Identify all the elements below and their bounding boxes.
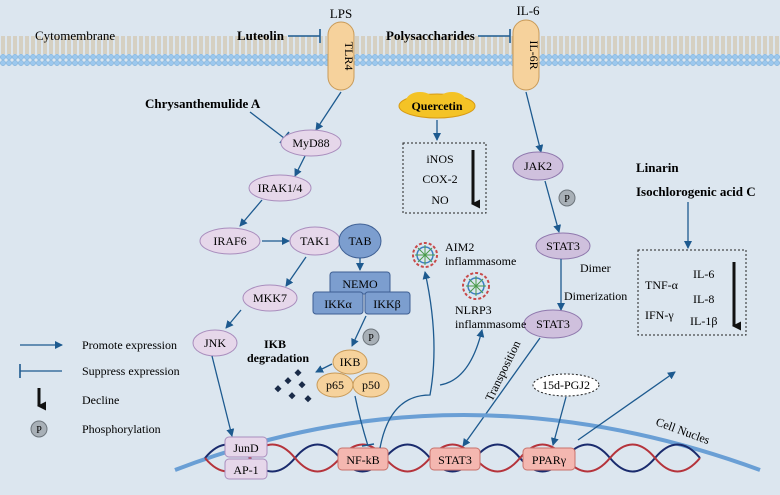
- dna-helix-icon: [204, 443, 701, 473]
- dimerization-label: Dimerization: [564, 289, 627, 303]
- svg-text:AP-1: AP-1: [233, 463, 258, 477]
- svg-text:P: P: [36, 425, 42, 436]
- aim2-label-line1: AIM2: [445, 240, 474, 254]
- nlrp3-label-line2: inflammasome: [455, 317, 526, 331]
- stat3-cytoplasm-node: STAT3: [535, 232, 591, 260]
- il6-label: IL-6: [693, 267, 714, 281]
- p50-label: p50: [362, 378, 380, 392]
- tnfa-label: TNF-α: [645, 278, 679, 292]
- jak2-phospho-icon: P: [558, 189, 576, 207]
- svg-text:P: P: [368, 333, 374, 344]
- legend-decline-label: Decline: [82, 393, 119, 407]
- irak-node: IRAK1/4: [248, 174, 312, 202]
- stat3-nucleus-box: STAT3: [429, 447, 481, 471]
- ikb-complex: IKB p65 p50: [316, 349, 390, 398]
- lps-label: LPS: [330, 6, 352, 21]
- myd88-node: MyD88: [280, 129, 342, 157]
- aim2-label-line2: inflammasome: [445, 254, 516, 268]
- legend-promote-label: Promote expression: [82, 338, 177, 352]
- legend-phospho-label: Phosphorylation: [82, 422, 161, 436]
- ikb-degradation-line2: degradation: [247, 351, 309, 365]
- svg-text:JunD: JunD: [233, 441, 259, 455]
- quercetin-cloud: Quercetin: [398, 92, 476, 119]
- ikk-phospho-icon: P: [362, 328, 380, 346]
- polysaccharides-label: Polysaccharides: [386, 28, 475, 43]
- svg-text:MyD88: MyD88: [292, 136, 329, 150]
- inos-label: iNOS: [426, 152, 453, 166]
- tab-node: TAB: [338, 223, 382, 259]
- iraf6-node: IRAF6: [199, 227, 261, 255]
- svg-text:TAB: TAB: [348, 234, 371, 248]
- aim2-inflammasome-icon: [412, 242, 438, 268]
- nemo-label: NEMO: [342, 277, 378, 291]
- svg-text:IRAK1/4: IRAK1/4: [258, 181, 303, 195]
- mkk7-node: MKK7: [242, 284, 298, 312]
- tak1-node: TAK1: [289, 226, 341, 256]
- legend-suppress-label: Suppress expression: [82, 364, 180, 378]
- p65-label: p65: [326, 378, 344, 392]
- ifng-label: IFN-γ: [645, 308, 674, 322]
- nlrp3-label-line1: NLRP3: [455, 303, 492, 317]
- ikkb-label: IKKβ: [373, 297, 400, 311]
- ikb-degradation-line1: IKB: [264, 337, 286, 351]
- svg-text:JAK2: JAK2: [524, 159, 552, 173]
- il8-label: IL-8: [693, 292, 714, 306]
- legend: Promote expression Suppress expression D…: [19, 338, 180, 438]
- svg-text:IRAF6: IRAF6: [213, 234, 246, 248]
- luteolin-label: Luteolin: [237, 28, 285, 43]
- jund-box: JunD: [224, 436, 268, 458]
- svg-text:MKK7: MKK7: [253, 291, 287, 305]
- jak2-node: JAK2: [512, 151, 564, 181]
- svg-text:P: P: [564, 194, 570, 205]
- svg-text:STAT3: STAT3: [438, 453, 472, 467]
- svg-text:15d-PGJ2: 15d-PGJ2: [542, 378, 590, 392]
- il6-ligand-label: IL-6: [516, 3, 540, 18]
- il1b-label: IL-1β: [690, 314, 717, 328]
- legend-phospho-icon: [30, 420, 48, 438]
- stat3-transposition-arrow: [462, 337, 541, 447]
- dimer-label: Dimer: [580, 261, 611, 275]
- no-label: NO: [431, 193, 449, 207]
- cell-membrane: [0, 36, 780, 66]
- il6r-receptor: IL-6R: [512, 19, 541, 91]
- nfkb-nlrp3-arrow: [439, 329, 485, 386]
- nlrp3-inflammasome-icon: [462, 272, 490, 300]
- cytokine-box: [637, 249, 747, 336]
- quercetin-targets-box: [402, 142, 487, 214]
- ikk-complex: NEMO IKKα IKKβ: [312, 271, 411, 315]
- jnk-node: JNK: [192, 329, 238, 357]
- ppar-output-arrow: [577, 371, 676, 441]
- svg-text:Quercetin: Quercetin: [411, 99, 462, 113]
- cell-nucleus-label: Cell Nucles: [654, 415, 712, 448]
- svg-text:JNK: JNK: [204, 336, 226, 350]
- ikb-label: IKB: [340, 355, 361, 369]
- stat3-dimer-node: STAT3: [523, 309, 583, 339]
- nfkb-box: NF-kB: [337, 447, 389, 471]
- svg-text:TAK1: TAK1: [300, 234, 330, 248]
- linarin-label: Linarin: [636, 160, 679, 175]
- nfkb-aim2-arrow: [379, 271, 435, 449]
- ppar-box: PPARγ: [522, 447, 576, 471]
- svg-text:IL-6R: IL-6R: [527, 40, 541, 69]
- svg-text:TLR4: TLR4: [342, 42, 356, 71]
- isochlorogenic-label: Isochlorogenic acid C: [636, 184, 756, 199]
- degradation-fragments-icon: [274, 369, 312, 403]
- pgj2-cloud: 15d-PGJ2: [532, 373, 600, 397]
- svg-text:STAT3: STAT3: [546, 239, 580, 253]
- ap1-box: AP-1: [224, 458, 268, 480]
- chrysanthemulide-label: Chrysanthemulide A: [145, 96, 261, 111]
- cox2-label: COX-2: [422, 172, 457, 186]
- svg-text:PPARγ: PPARγ: [532, 453, 567, 467]
- svg-text:NF-kB: NF-kB: [346, 453, 379, 467]
- svg-text:STAT3: STAT3: [536, 317, 570, 331]
- cytomembrane-label: Cytomembrane: [35, 28, 115, 43]
- myd88-pathway-arrows: [225, 91, 342, 329]
- tlr4-receptor: TLR4: [327, 21, 356, 91]
- ikka-label: IKKα: [324, 297, 352, 311]
